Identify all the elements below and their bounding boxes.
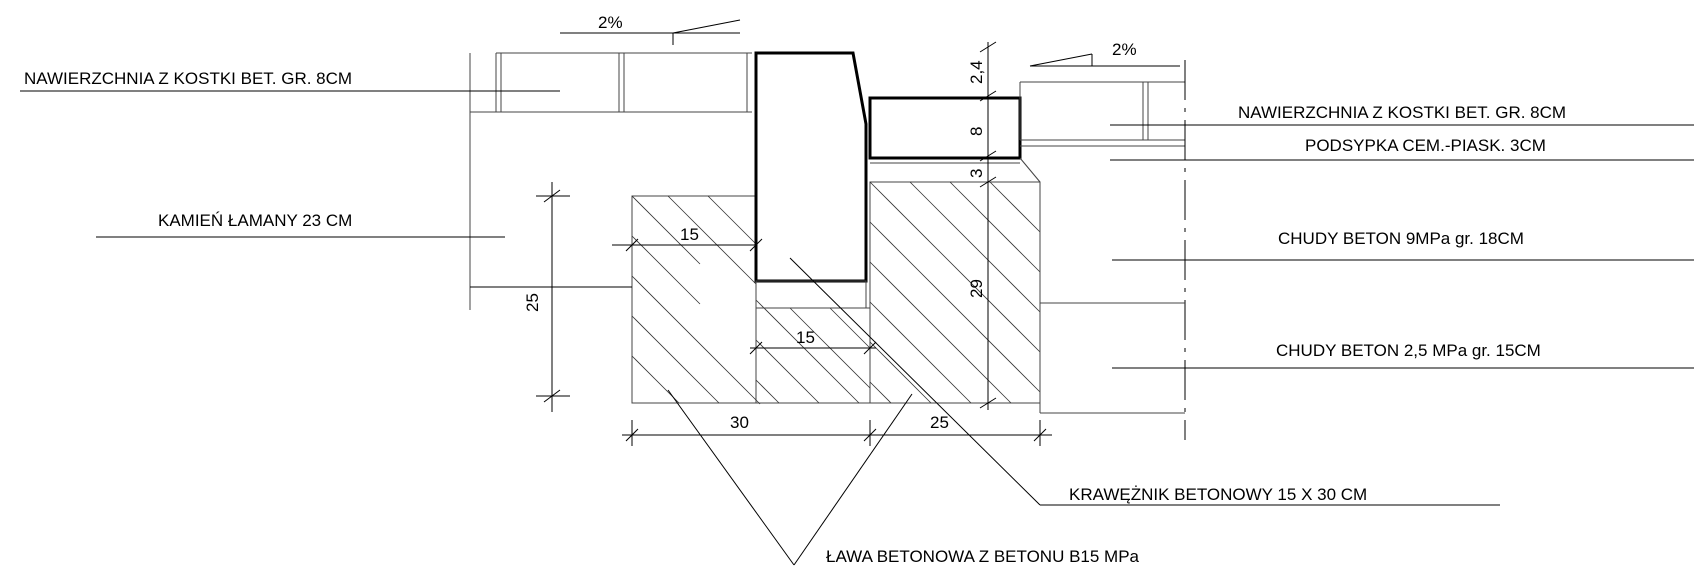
leader-curb bbox=[789, 257, 1041, 506]
dimension-15-bottom: 15 bbox=[749, 328, 877, 355]
dim-2-4: 2,4 bbox=[967, 60, 986, 84]
dim-3: 3 bbox=[967, 169, 986, 178]
label-bench: ŁAWA BETONOWA Z BETONU B15 MPa bbox=[826, 547, 1140, 566]
dim-25-vertical: 25 bbox=[523, 293, 542, 312]
dim-8: 8 bbox=[967, 127, 986, 136]
right-slope-label: 2% bbox=[1112, 40, 1137, 59]
dim-30: 30 bbox=[730, 413, 749, 432]
left-slope-label: 2% bbox=[598, 13, 623, 32]
dimension-bottom: 30 25 bbox=[622, 413, 1052, 446]
left-slope-indicator: 2% bbox=[560, 13, 741, 45]
label-right-lean-9: CHUDY BETON 9MPa gr. 18CM bbox=[1278, 229, 1524, 248]
label-right-bedding: PODSYPKA CEM.-PIASK. 3CM bbox=[1305, 136, 1546, 155]
label-right-surface: NAWIERZCHNIA Z KOSTKI BET. GR. 8CM bbox=[1238, 103, 1566, 122]
left-pavement bbox=[469, 52, 752, 310]
dim-15-top: 15 bbox=[680, 225, 699, 244]
concrete-curb bbox=[754, 51, 868, 309]
label-right-lean-25: CHUDY BETON 2,5 MPa gr. 15CM bbox=[1276, 341, 1541, 360]
dim-25-bottom: 25 bbox=[930, 413, 949, 432]
dim-15-bottom: 15 bbox=[796, 328, 815, 347]
vertical-dimension-right: 2,4 8 3 29 bbox=[967, 41, 997, 410]
dimension-15-top: 15 bbox=[612, 225, 763, 252]
leader-bench-right bbox=[793, 393, 913, 566]
label-curb: KRAWĘŻNIK BETONOWY 15 X 30 CM bbox=[1069, 485, 1367, 504]
dim-29: 29 bbox=[967, 279, 986, 298]
right-pavement bbox=[868, 60, 1186, 440]
label-left-stone: KAMIEŃ ŁAMANY 23 CM bbox=[158, 211, 352, 230]
label-left-surface: NAWIERZCHNIA Z KOSTKI BET. GR. 8CM bbox=[24, 69, 352, 88]
leader-bench-left bbox=[667, 389, 795, 566]
right-slope-indicator: 2% bbox=[1029, 40, 1180, 67]
vertical-dimension-left: 25 bbox=[523, 182, 570, 412]
